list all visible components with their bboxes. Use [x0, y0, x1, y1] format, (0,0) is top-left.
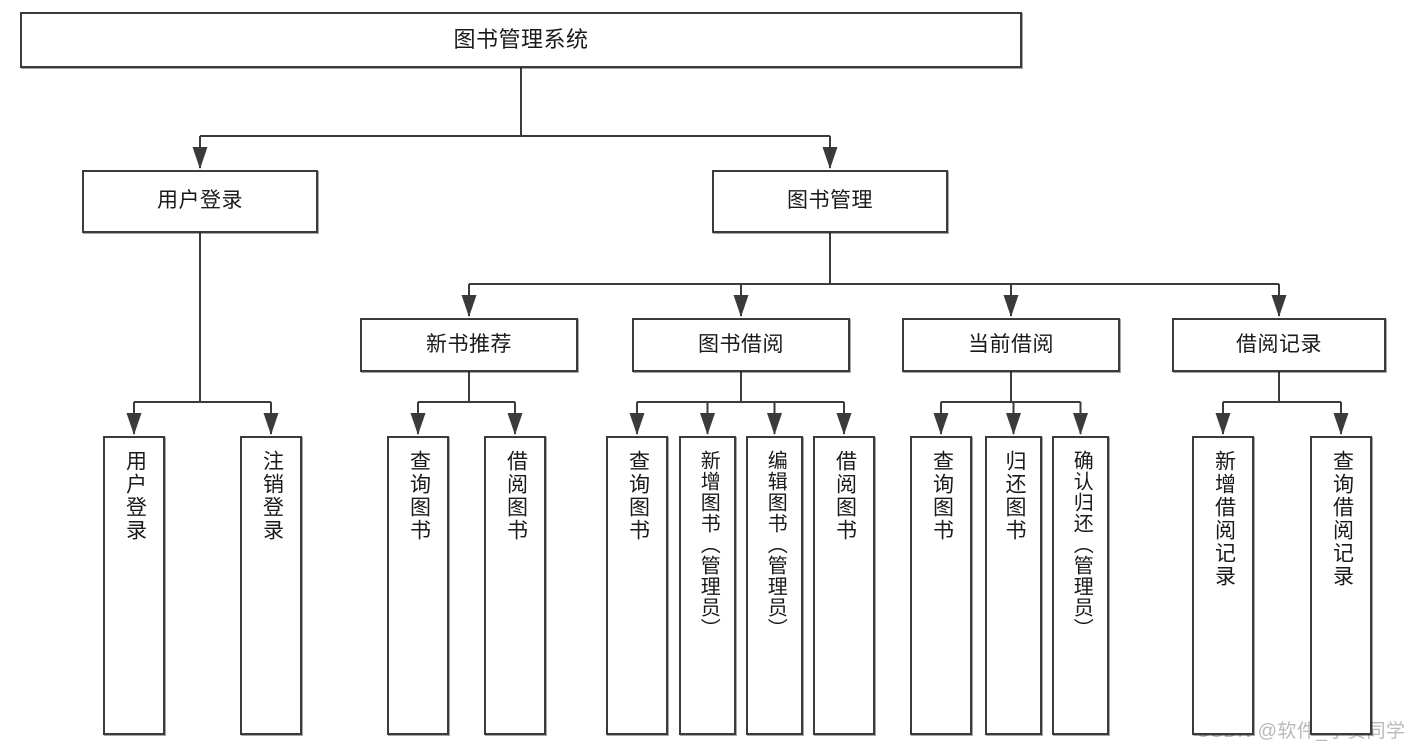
- node-label: 用户登录: [123, 450, 147, 542]
- node-label: 确认归还（管理员）: [1070, 450, 1093, 639]
- node-l-query-book-2[interactable]: 查询图书: [606, 436, 668, 735]
- node-label: 用户登录: [157, 189, 243, 213]
- node-label: 当前借阅: [968, 332, 1054, 356]
- node-label: 查询图书: [930, 450, 954, 542]
- node-l-confirm-return[interactable]: 确认归还（管理员）: [1052, 436, 1109, 735]
- node-label: 图书管理: [787, 189, 873, 213]
- node-n-borrow-record[interactable]: 借阅记录: [1172, 318, 1386, 372]
- node-root[interactable]: 图书管理系统: [20, 12, 1022, 68]
- node-label: 新增图书（管理员）: [697, 450, 720, 639]
- node-label: 新增借阅记录: [1212, 450, 1236, 588]
- node-l-edit-book[interactable]: 编辑图书（管理员）: [746, 436, 803, 735]
- node-n-book-manage[interactable]: 图书管理: [712, 170, 948, 233]
- node-l-borrow-book-2[interactable]: 借阅图书: [813, 436, 875, 735]
- node-l-user-login[interactable]: 用户登录: [103, 436, 165, 735]
- node-label: 新书推荐: [426, 332, 512, 356]
- node-label: 图书借阅: [698, 332, 784, 356]
- node-label: 查询图书: [407, 450, 431, 542]
- node-l-user-logout[interactable]: 注销登录: [240, 436, 302, 735]
- node-n-current-borrow[interactable]: 当前借阅: [902, 318, 1120, 372]
- node-label: 归还图书: [1002, 450, 1026, 542]
- node-l-add-record[interactable]: 新增借阅记录: [1192, 436, 1254, 735]
- node-l-borrow-book-1[interactable]: 借阅图书: [484, 436, 546, 735]
- node-label: 查询图书: [626, 450, 650, 542]
- node-l-query-book-3[interactable]: 查询图书: [910, 436, 972, 735]
- node-l-return-book[interactable]: 归还图书: [985, 436, 1042, 735]
- node-label: 借阅图书: [833, 450, 857, 542]
- node-n-user-login[interactable]: 用户登录: [82, 170, 318, 233]
- node-l-query-record[interactable]: 查询借阅记录: [1310, 436, 1372, 735]
- node-n-new-book-rec[interactable]: 新书推荐: [360, 318, 578, 372]
- node-n-book-borrow[interactable]: 图书借阅: [632, 318, 850, 372]
- node-label: 注销登录: [260, 450, 284, 542]
- node-label: 查询借阅记录: [1330, 450, 1354, 588]
- node-label: 借阅记录: [1236, 332, 1322, 356]
- node-l-add-book[interactable]: 新增图书（管理员）: [679, 436, 736, 735]
- node-label: 编辑图书（管理员）: [764, 450, 787, 639]
- node-label: 图书管理系统: [453, 27, 589, 53]
- node-l-query-book-1[interactable]: 查询图书: [387, 436, 449, 735]
- node-label: 借阅图书: [504, 450, 528, 542]
